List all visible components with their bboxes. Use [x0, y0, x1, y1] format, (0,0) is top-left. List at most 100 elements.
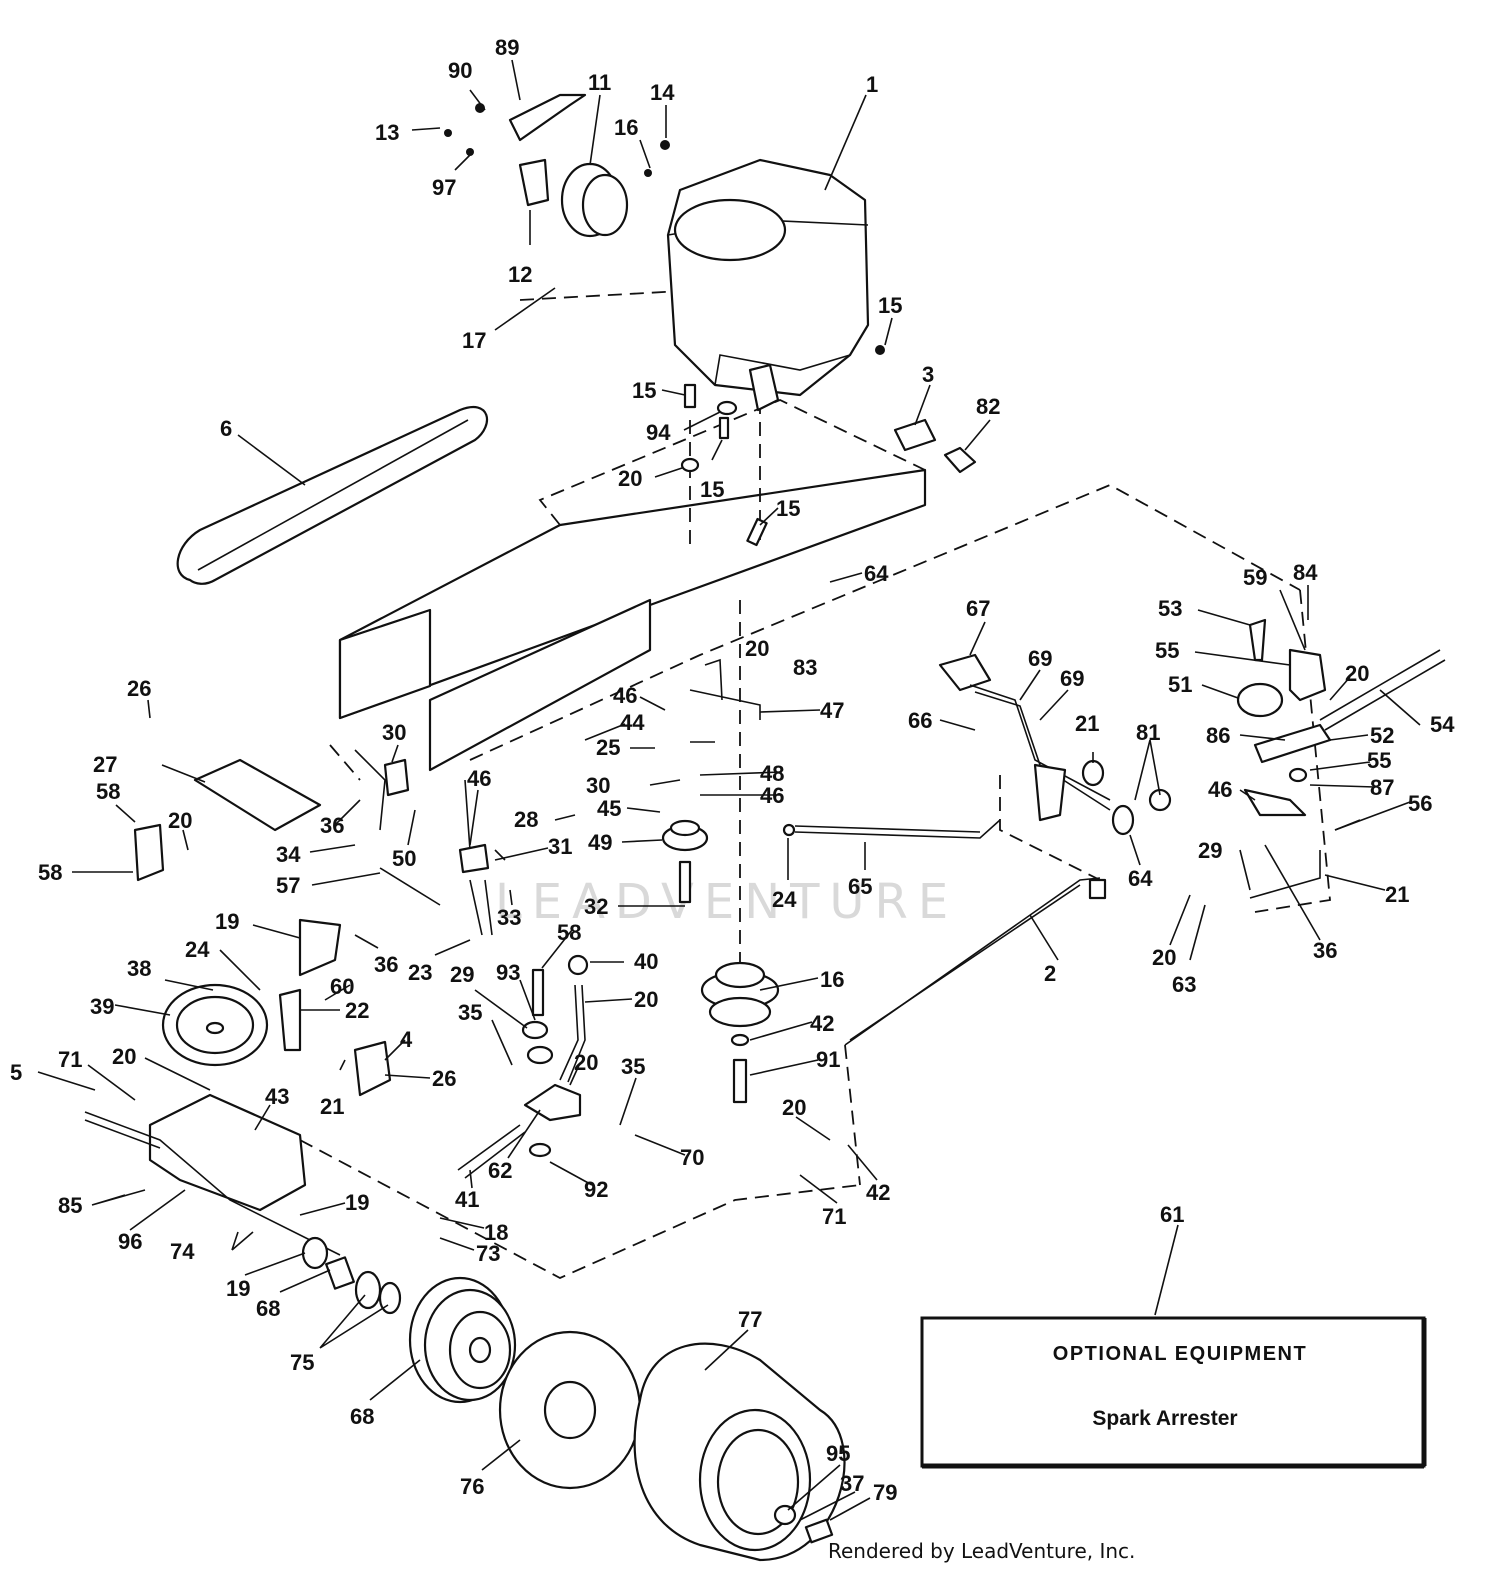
- part-label: 45: [597, 796, 621, 821]
- part-label: 58: [557, 920, 581, 945]
- part-label: 5: [10, 1060, 22, 1085]
- part-label: 85: [58, 1193, 82, 1218]
- part-label: 20: [634, 987, 658, 1012]
- part-label: 58: [96, 779, 120, 804]
- left-brackets: [133, 749, 506, 1097]
- part-label: 16: [820, 967, 844, 992]
- part-label: 24: [185, 937, 210, 962]
- part-label: 69: [1060, 666, 1084, 691]
- part-label: 73: [476, 1241, 500, 1266]
- leader-lines: [37, 59, 1421, 1521]
- part-label: 46: [467, 766, 491, 791]
- part-label: 1: [866, 72, 878, 97]
- part-label: 18: [484, 1220, 508, 1245]
- part-label: 68: [350, 1404, 374, 1429]
- part-label: 21: [1075, 711, 1099, 736]
- part-label: 20: [168, 808, 192, 833]
- part-label: 39: [90, 994, 114, 1019]
- part-label: 51: [1168, 672, 1192, 697]
- part-label: 21: [1385, 882, 1409, 907]
- part-label: 33: [497, 905, 521, 930]
- part-label: 21: [320, 1094, 344, 1119]
- part-label: 58: [38, 860, 62, 885]
- part-label: 60: [330, 974, 354, 999]
- part-label: 66: [908, 708, 932, 733]
- part-label: 24: [772, 887, 797, 912]
- part-label: 19: [215, 909, 239, 934]
- part-label: 15: [878, 293, 902, 318]
- chassis-frame: [299, 289, 1331, 1280]
- part-label: 84: [1293, 560, 1318, 585]
- part-label: 91: [816, 1047, 840, 1072]
- tire: [633, 1342, 846, 1562]
- part-label: 70: [680, 1145, 704, 1170]
- part-label: 75: [290, 1350, 314, 1375]
- part-label: 55: [1367, 748, 1391, 773]
- wheel-rim: [408, 1276, 517, 1404]
- part-label: 20: [745, 636, 769, 661]
- part-label: 87: [1370, 775, 1394, 800]
- part-label: 30: [382, 720, 406, 745]
- part-label: 25: [596, 735, 620, 760]
- part-label: 36: [320, 813, 344, 838]
- part-label: 16: [614, 115, 638, 140]
- part-label: 47: [820, 698, 844, 723]
- part-label: 13: [375, 120, 399, 145]
- part-label: 74: [170, 1239, 195, 1264]
- part-label: 30: [586, 773, 610, 798]
- part-label: 59: [1243, 565, 1267, 590]
- part-label: 67: [966, 596, 990, 621]
- part-label: 28: [514, 807, 538, 832]
- part-label: 44: [620, 710, 645, 735]
- part-label: 53: [1158, 596, 1182, 621]
- part-label: 41: [455, 1187, 479, 1212]
- part-label: 35: [458, 1000, 482, 1025]
- part-label: 79: [873, 1480, 897, 1505]
- part-label: 19: [345, 1190, 369, 1215]
- part-label: 68: [256, 1296, 280, 1321]
- part-label: 46: [613, 683, 637, 708]
- part-label: 55: [1155, 638, 1179, 663]
- part-label: 46: [760, 783, 784, 808]
- clutch-assembly: [1236, 618, 1446, 899]
- bolts-engine: [444, 103, 977, 547]
- watermark-text: LEADVENTURE: [495, 874, 958, 930]
- part-label: 20: [112, 1044, 136, 1069]
- part-label: 36: [374, 952, 398, 977]
- part-label: 83: [793, 655, 817, 680]
- part-label: 69: [1028, 646, 1052, 671]
- part-labels: 1 89 90 11 14 13 16 97 12 17 15 15 3 82 …: [10, 35, 1455, 1505]
- part-label: 22: [345, 998, 369, 1023]
- part-label: 12: [508, 262, 532, 287]
- inner-tube: [498, 1330, 642, 1490]
- part-label: 20: [574, 1050, 598, 1075]
- part-label: 15: [632, 378, 656, 403]
- part-label: 36: [1313, 938, 1337, 963]
- part-label: 20: [1345, 661, 1369, 686]
- transaxle: [84, 983, 402, 1315]
- part-label: 95: [826, 1441, 850, 1466]
- part-label: 20: [1152, 945, 1176, 970]
- part-label: 15: [700, 477, 724, 502]
- part-label: 17: [462, 328, 486, 353]
- part-label: 54: [1430, 712, 1455, 737]
- part-label: 35: [621, 1054, 645, 1079]
- part-label: 82: [976, 394, 1000, 419]
- part-label: 27: [93, 752, 117, 777]
- part-label: 49: [588, 830, 612, 855]
- part-label: 64: [1128, 866, 1153, 891]
- part-label: 92: [584, 1177, 608, 1202]
- part-label: 2: [1044, 961, 1056, 986]
- part-label: 46: [1208, 777, 1232, 802]
- part-label: 71: [822, 1204, 846, 1229]
- part-label: 32: [584, 894, 608, 919]
- part-label: 34: [276, 842, 301, 867]
- transmission-pulley: [661, 658, 780, 1104]
- part-label: 86: [1206, 723, 1230, 748]
- credit-text: Rendered by LeadVenture, Inc.: [828, 1539, 1135, 1563]
- part-label: 71: [58, 1047, 82, 1072]
- part-label: 90: [448, 58, 472, 83]
- part-label: 42: [810, 1011, 834, 1036]
- part-label: 37: [840, 1471, 864, 1496]
